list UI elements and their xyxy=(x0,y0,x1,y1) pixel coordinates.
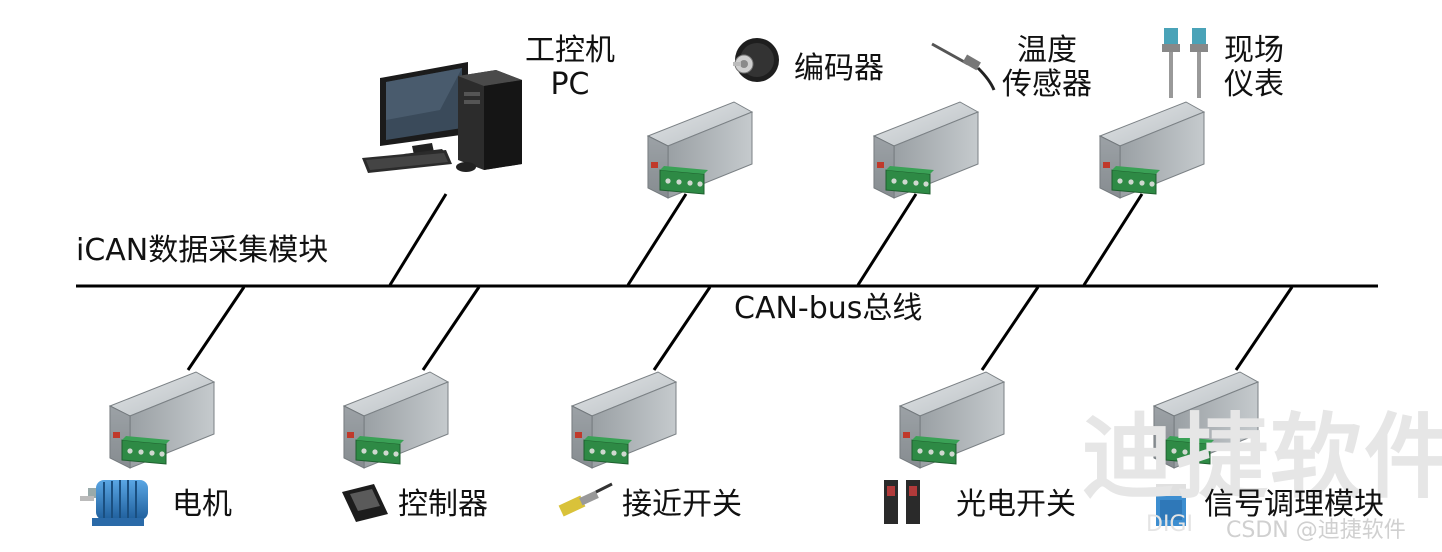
system-label: iCAN数据采集模块 xyxy=(76,233,329,268)
pc-label-line1: 工控机 xyxy=(525,33,615,68)
photoelectric-switch-icon xyxy=(884,480,920,524)
proximity-switch-label: 接近开关 xyxy=(622,487,742,522)
proximity-switch-icon xyxy=(558,482,613,517)
encoder-icon xyxy=(733,38,779,82)
pc-label-line2: PC xyxy=(550,67,590,102)
photoelectric-switch-label: 光电开关 xyxy=(956,487,1076,522)
motor-label: 电机 xyxy=(172,487,232,522)
watermark-text: 迪捷软件 xyxy=(1082,404,1442,511)
ican-module-encoder xyxy=(647,101,753,199)
pc-label: 工控机 PC xyxy=(518,34,622,102)
credit-text: CSDN @迪捷软件 xyxy=(1226,518,1406,543)
motor-icon xyxy=(80,480,148,526)
bus-label: CAN-bus总线 xyxy=(734,291,923,326)
encoder-label: 编码器 xyxy=(794,51,884,86)
temperature-label-line1: 温度 xyxy=(1017,33,1077,68)
ican-module-instrument xyxy=(1099,101,1205,199)
signal-conditioning-module-icon xyxy=(1156,484,1186,526)
bottom-connectors xyxy=(186,286,1294,371)
temperature-sensor-icon xyxy=(931,42,996,91)
instrument-label-line1: 现场 xyxy=(1224,33,1284,68)
temperature-label-line2: 传感器 xyxy=(1002,67,1092,102)
ican-module-motor xyxy=(109,371,215,469)
signal-conditioning-label: 信号调理模块 xyxy=(1204,487,1384,522)
controller-label: 控制器 xyxy=(398,487,488,522)
ican-module-photoelectric xyxy=(899,371,1005,469)
temperature-sensor-label: 温度 传感器 xyxy=(994,34,1100,102)
ican-module-controller xyxy=(343,371,449,469)
top-connectors xyxy=(388,193,1144,286)
ican-module-proximity xyxy=(571,371,677,469)
pc-icon xyxy=(362,62,522,173)
controller-icon xyxy=(342,484,388,522)
ican-module-temperature xyxy=(873,101,979,199)
instrument-label-line2: 仪表 xyxy=(1224,67,1284,102)
credit-faint-text: DIGI xyxy=(1146,512,1193,537)
field-instrument-label: 现场 仪表 xyxy=(1224,34,1284,102)
field-instrument-icon xyxy=(1162,28,1208,98)
